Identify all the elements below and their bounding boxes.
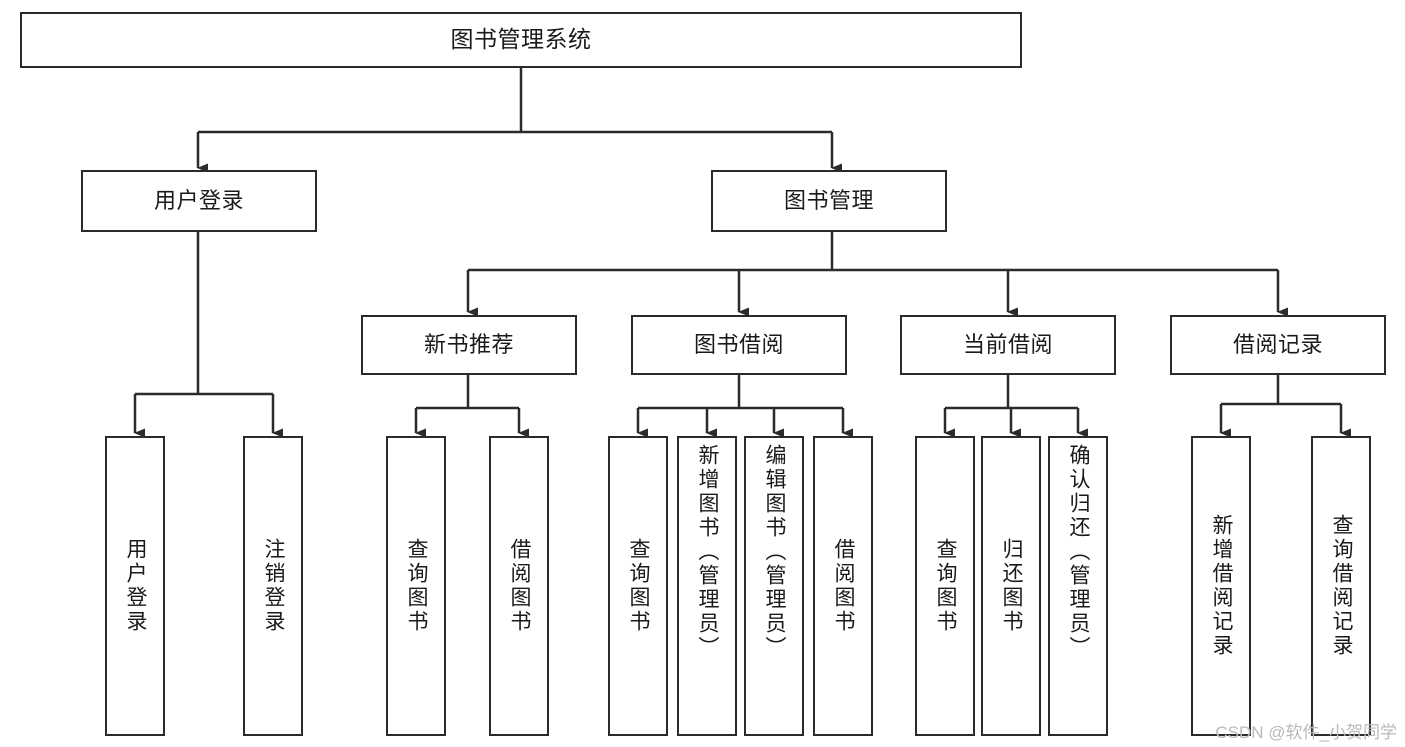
node-label: 当前借阅 xyxy=(962,332,1053,358)
node-root-book-management-system[interactable]: 图书管理系统 xyxy=(20,12,1022,68)
node-book-borrowing[interactable]: 图书借阅 xyxy=(631,315,847,375)
leaf-logout[interactable]: 注销登录 xyxy=(243,436,303,736)
leaf-query-books-current[interactable]: 查询图书 xyxy=(915,436,975,736)
node-label: 查询借阅记录 xyxy=(1330,514,1354,658)
node-label: 查询图书 xyxy=(405,538,429,634)
node-label: 确认归还（管理员） xyxy=(1067,444,1091,660)
node-label: 用户登录 xyxy=(153,188,244,214)
node-label: 借阅记录 xyxy=(1232,332,1323,358)
node-label: 新增借阅记录 xyxy=(1210,514,1234,658)
node-borrowing-records[interactable]: 借阅记录 xyxy=(1170,315,1386,375)
node-label: 图书管理系统 xyxy=(450,26,592,53)
leaf-query-borrow-record[interactable]: 查询借阅记录 xyxy=(1311,436,1371,736)
leaf-query-books-borrow[interactable]: 查询图书 xyxy=(608,436,668,736)
leaf-add-book-admin[interactable]: 新增图书（管理员） xyxy=(677,436,737,736)
node-label: 借阅图书 xyxy=(832,538,856,634)
node-label: 借阅图书 xyxy=(508,538,532,634)
node-label: 查询图书 xyxy=(934,538,958,634)
leaf-return-books[interactable]: 归还图书 xyxy=(981,436,1041,736)
node-label: 查询图书 xyxy=(627,538,651,634)
node-book-management[interactable]: 图书管理 xyxy=(711,170,947,232)
node-new-book-recommendation[interactable]: 新书推荐 xyxy=(361,315,577,375)
watermark: CSDN @软件_小贺同学 xyxy=(1215,723,1397,742)
node-label: 注销登录 xyxy=(262,538,286,634)
node-user-login[interactable]: 用户登录 xyxy=(81,170,317,232)
node-label: 新书推荐 xyxy=(423,332,514,358)
node-label: 用户登录 xyxy=(124,538,148,634)
leaf-borrow-books[interactable]: 借阅图书 xyxy=(813,436,873,736)
leaf-query-books-new[interactable]: 查询图书 xyxy=(386,436,446,736)
node-label: 编辑图书（管理员） xyxy=(763,444,787,660)
node-label: 归还图书 xyxy=(1000,538,1024,634)
leaf-borrow-books-new[interactable]: 借阅图书 xyxy=(489,436,549,736)
leaf-confirm-return-admin[interactable]: 确认归还（管理员） xyxy=(1048,436,1108,736)
leaf-user-login[interactable]: 用户登录 xyxy=(105,436,165,736)
leaf-edit-book-admin[interactable]: 编辑图书（管理员） xyxy=(744,436,804,736)
node-label: 图书管理 xyxy=(783,188,874,214)
node-label: 图书借阅 xyxy=(693,332,784,358)
leaf-add-borrow-record[interactable]: 新增借阅记录 xyxy=(1191,436,1251,736)
node-current-borrowing[interactable]: 当前借阅 xyxy=(900,315,1116,375)
node-label: 新增图书（管理员） xyxy=(696,444,720,660)
